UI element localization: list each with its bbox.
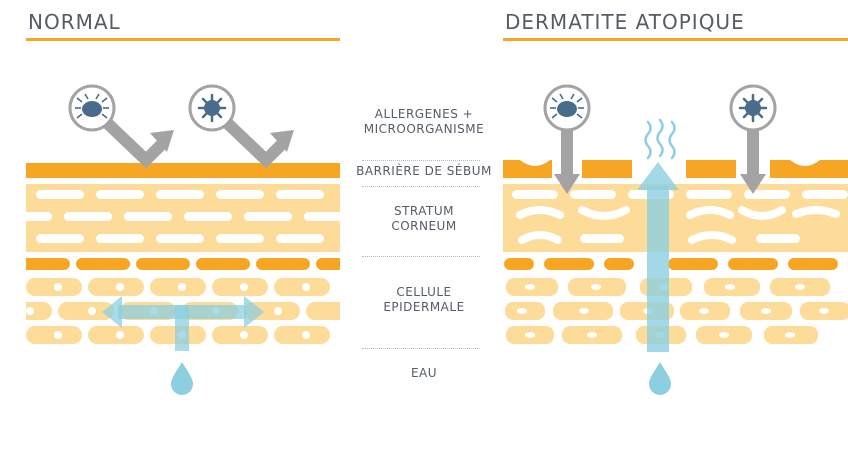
label-cellule: CELLULE EPIDERMALE bbox=[344, 285, 504, 315]
atopic-stratum-gaps bbox=[512, 190, 848, 244]
label-sebum: BARRIÈRE DE SÉBUM bbox=[356, 164, 492, 178]
atopic-water-loss-arrow bbox=[637, 162, 679, 352]
label-cellule-line1: CELLULE bbox=[396, 285, 452, 299]
normal-title: NORMAL bbox=[28, 10, 121, 34]
separator bbox=[362, 256, 480, 257]
bacteria-icon bbox=[188, 84, 236, 132]
atopic-title: DERMATITE ATOPIQUE bbox=[505, 10, 745, 34]
atopic-sebum-layer bbox=[503, 160, 848, 178]
dust-mite-icon bbox=[68, 84, 116, 132]
bacteria-icon bbox=[729, 84, 777, 132]
atopic-granular-row bbox=[504, 258, 838, 270]
normal-allergen-deflect-arrows bbox=[99, 115, 294, 169]
separator bbox=[362, 186, 480, 187]
water-drop-icon bbox=[649, 362, 671, 395]
normal-granular-row bbox=[26, 258, 340, 270]
separator bbox=[362, 348, 480, 349]
normal-water-flow-arrow bbox=[102, 296, 264, 351]
normal-stratum-gaps bbox=[26, 190, 340, 243]
label-allergens-line1: ALLERGENES + bbox=[374, 107, 474, 121]
normal-sebum-layer bbox=[26, 163, 340, 178]
dust-mite-icon bbox=[543, 84, 591, 132]
normal-title-underline bbox=[26, 38, 340, 41]
normal-skin bbox=[26, 163, 340, 351]
label-stratum: STRATUM CORNEUM bbox=[344, 204, 504, 234]
label-cellule-line2: EPIDERMALE bbox=[383, 300, 465, 314]
steam-icon bbox=[644, 118, 676, 160]
label-allergens-line2: MICROORGANISME bbox=[363, 122, 485, 136]
atopic-allergen-penetrate-arrows bbox=[554, 128, 766, 194]
atopic-epidermal-cells bbox=[505, 278, 848, 344]
label-stratum-line2: CORNEUM bbox=[391, 219, 457, 233]
water-drop-icon bbox=[171, 362, 193, 395]
separator bbox=[362, 160, 480, 161]
label-allergens: ALLERGENES + MICROORGANISME bbox=[344, 107, 504, 137]
label-stratum-line1: STRATUM bbox=[393, 204, 455, 218]
label-eau: EAU bbox=[410, 366, 438, 380]
atopic-title-underline bbox=[503, 38, 848, 41]
atopic-skin bbox=[503, 160, 848, 344]
